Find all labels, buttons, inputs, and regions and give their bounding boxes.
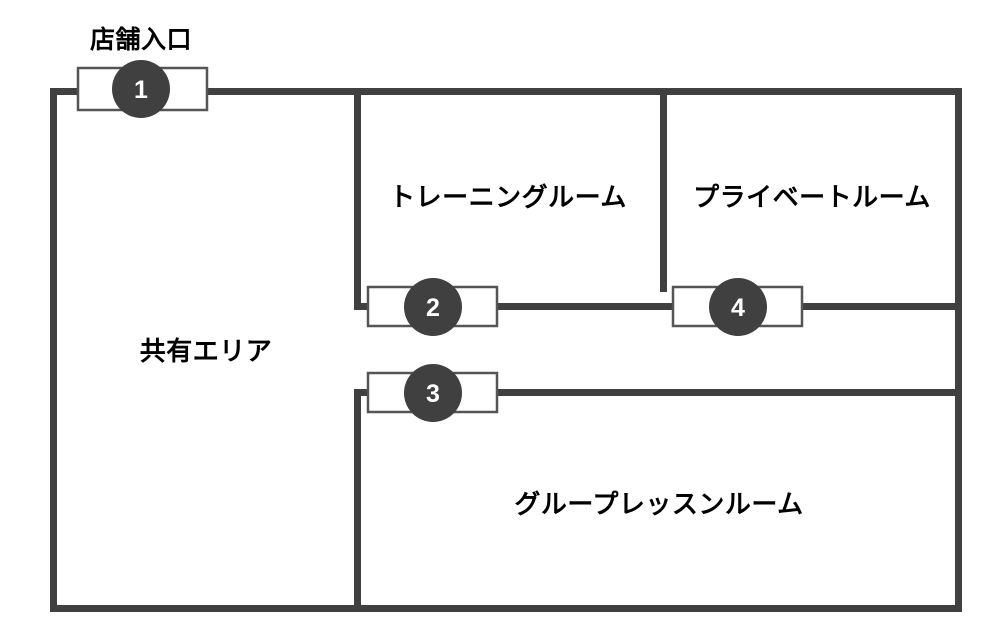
room-label-training-room: トレーニングルーム <box>389 182 627 212</box>
wall-group <box>50 88 962 612</box>
door-3-number: 3 <box>426 380 440 408</box>
room-label-private-room: プライベートルーム <box>693 182 931 212</box>
door-4-marker-circle <box>709 278 767 336</box>
entrance-label: 店舗入口 <box>90 26 192 54</box>
door-2-marker-circle <box>404 278 462 336</box>
door-2-number: 2 <box>426 294 440 322</box>
door-3[interactable]: 3 <box>366 364 499 422</box>
room-label-group: 共有エリア トレーニングルーム プライベートルーム グループレッスンルーム <box>140 182 931 519</box>
door-1-marker-circle <box>112 60 170 118</box>
door-1-number: 1 <box>134 76 148 104</box>
room-label-shared-area: 共有エリア <box>140 336 273 366</box>
door-4-number: 4 <box>731 294 745 322</box>
room-label-group-lesson-room: グループレッスンルーム <box>514 489 803 519</box>
door-2[interactable]: 2 <box>366 278 499 336</box>
door-1[interactable]: 1 <box>76 60 209 118</box>
door-3-marker-circle <box>404 364 462 422</box>
door-4[interactable]: 4 <box>671 278 804 336</box>
